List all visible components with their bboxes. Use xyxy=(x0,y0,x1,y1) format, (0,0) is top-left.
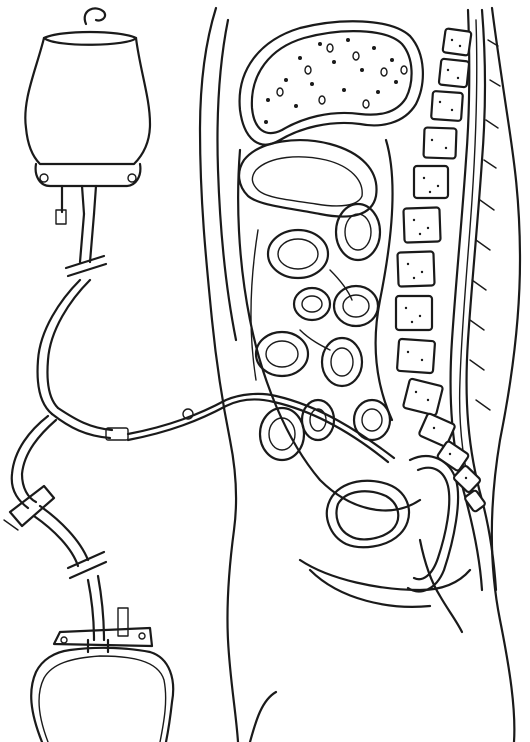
vent-port xyxy=(118,608,128,636)
bowel-loop-2 xyxy=(336,204,380,260)
bag-eyelet-right xyxy=(128,174,136,182)
bag-bottom-tab xyxy=(36,164,141,186)
vertebra-4 xyxy=(423,127,456,158)
outlet-port xyxy=(82,186,96,214)
pelvic-floor xyxy=(300,560,470,590)
spine xyxy=(396,10,500,590)
drainage-bag xyxy=(31,608,173,742)
bag-rim xyxy=(44,32,136,45)
vertebra-2 xyxy=(439,59,470,88)
bowel-loop-6 xyxy=(322,338,362,386)
bag-body xyxy=(25,38,150,164)
pelvic-organs xyxy=(300,456,470,632)
bowel-loop-7 xyxy=(260,408,304,460)
bag-eyelet-left xyxy=(40,174,48,182)
irrigation-bag xyxy=(25,8,150,224)
drain-bag-body xyxy=(31,648,173,742)
stomach-contents xyxy=(264,38,407,124)
posterior-back-outline xyxy=(492,8,520,742)
vertebra-9 xyxy=(397,339,435,373)
anterior-wall-inner xyxy=(217,20,236,340)
vertebra-3 xyxy=(431,91,463,121)
hanger-hook xyxy=(85,8,105,24)
vertebra-6 xyxy=(403,207,440,242)
vertebra-5 xyxy=(414,166,448,198)
vertebra-7 xyxy=(397,251,434,286)
bowel-loop-3 xyxy=(294,288,330,320)
vertebra-1 xyxy=(442,28,471,55)
bowel-loop-1 xyxy=(268,230,328,278)
drain-tubing xyxy=(4,416,106,640)
small-intestine xyxy=(251,204,390,460)
anterior-wall-outer xyxy=(200,8,238,742)
rectum xyxy=(408,456,458,591)
bowel-loop-9 xyxy=(354,400,390,440)
bowel-loop-5 xyxy=(256,332,308,376)
bowel-loop-4 xyxy=(334,286,378,326)
bowel-loop-8 xyxy=(302,400,334,440)
colon xyxy=(238,140,420,510)
tube-clamp xyxy=(10,486,54,526)
vertebra-8 xyxy=(396,296,432,330)
vertebra-10 xyxy=(403,378,443,415)
